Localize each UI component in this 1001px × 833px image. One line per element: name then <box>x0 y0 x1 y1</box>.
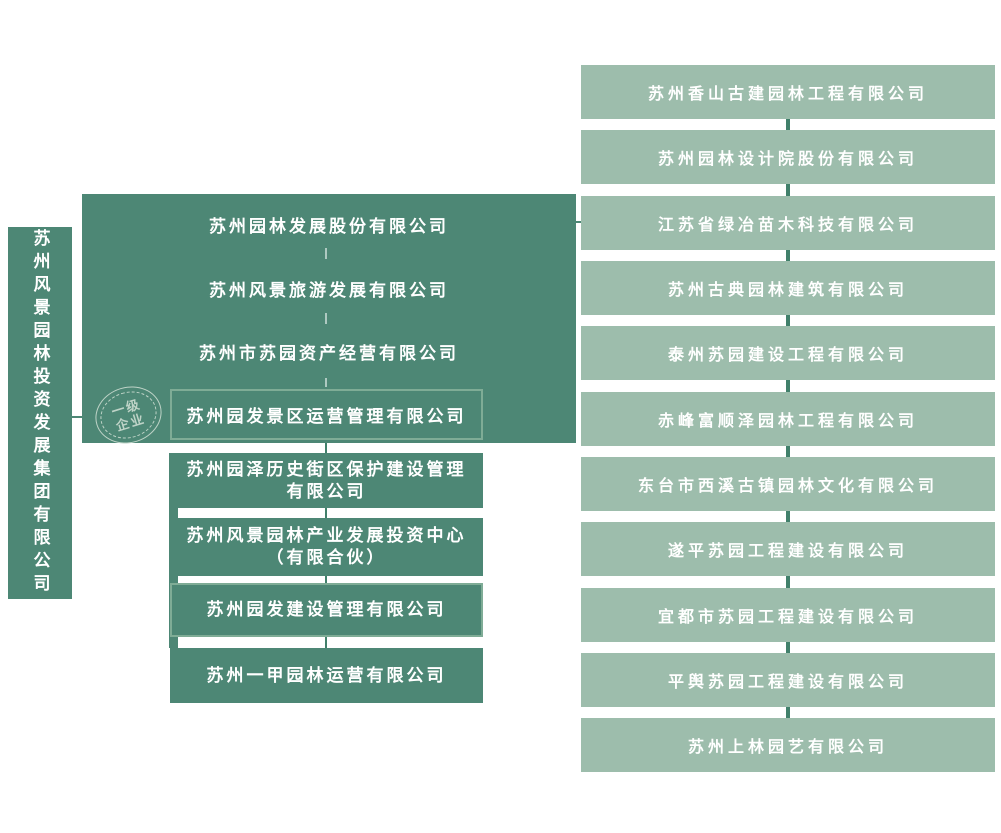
node-tier1-4: 苏州园发景区运营管理有限公司 <box>170 389 483 440</box>
node-tier2-11: 苏州上林园艺有限公司 <box>581 718 995 772</box>
node-tier2-1: 苏州香山古建园林工程有限公司 <box>581 65 995 119</box>
node-root-company: 苏州风景园林投资发展集团有限公司 <box>8 227 72 599</box>
connector-dash <box>325 508 327 518</box>
connector-dash <box>786 315 790 326</box>
connector-dash <box>786 380 790 392</box>
node-tier1-7: 苏州园发建设管理有限公司 <box>170 583 483 637</box>
connector-dash <box>786 250 790 261</box>
stamp-text: 一级企业 <box>88 378 168 451</box>
node-tier2-5: 泰州苏园建设工程有限公司 <box>581 326 995 380</box>
connector-dash <box>786 446 790 457</box>
connector-dash <box>325 576 327 583</box>
connector-dash <box>786 511 790 522</box>
node-tier1-5: 苏州园泽历史街区保护建设管理 有限公司 <box>170 453 483 508</box>
connector-dash <box>786 642 790 653</box>
connector-dash <box>786 119 790 130</box>
node-tier2-4: 苏州古典园林建筑有限公司 <box>581 261 995 315</box>
node-tier1-8: 苏州一甲园林运营有限公司 <box>170 648 483 703</box>
connector-dash <box>325 637 327 648</box>
stamp-rotated: 一级企业 <box>88 378 169 452</box>
node-tier2-3: 江苏省绿冶苗木科技有限公司 <box>581 196 995 250</box>
grade-one-enterprise-stamp: 一级企业 <box>88 378 169 452</box>
node-tier1-6: 苏州风景园林产业发展投资中心 （有限合伙） <box>170 518 483 576</box>
node-tier1-3: 苏州市苏园资产经营有限公司 <box>199 343 459 363</box>
connector-dash <box>325 443 327 453</box>
connector-dash <box>325 313 327 324</box>
connector-dash <box>325 248 327 259</box>
node-tier2-10: 平舆苏园工程建设有限公司 <box>581 653 995 707</box>
connector-tier2 <box>574 221 582 223</box>
connector-dash <box>325 378 327 387</box>
connector-dash <box>786 707 790 718</box>
node-tier2-2: 苏州园林设计院股份有限公司 <box>581 130 995 184</box>
connector-dash <box>786 184 790 196</box>
node-tier2-9: 宜都市苏园工程建设有限公司 <box>581 588 995 642</box>
node-tier2-7: 东台市西溪古镇园林文化有限公司 <box>581 457 995 511</box>
connector-dash <box>786 576 790 588</box>
node-tier1-2: 苏州风景旅游发展有限公司 <box>209 280 449 300</box>
node-tier2-6: 赤峰富顺泽园林工程有限公司 <box>581 392 995 446</box>
tier1-block <box>82 194 576 443</box>
node-tier2-8: 遂平苏园工程建设有限公司 <box>581 522 995 576</box>
node-tier1-1: 苏州园林发展股份有限公司 <box>209 216 449 236</box>
